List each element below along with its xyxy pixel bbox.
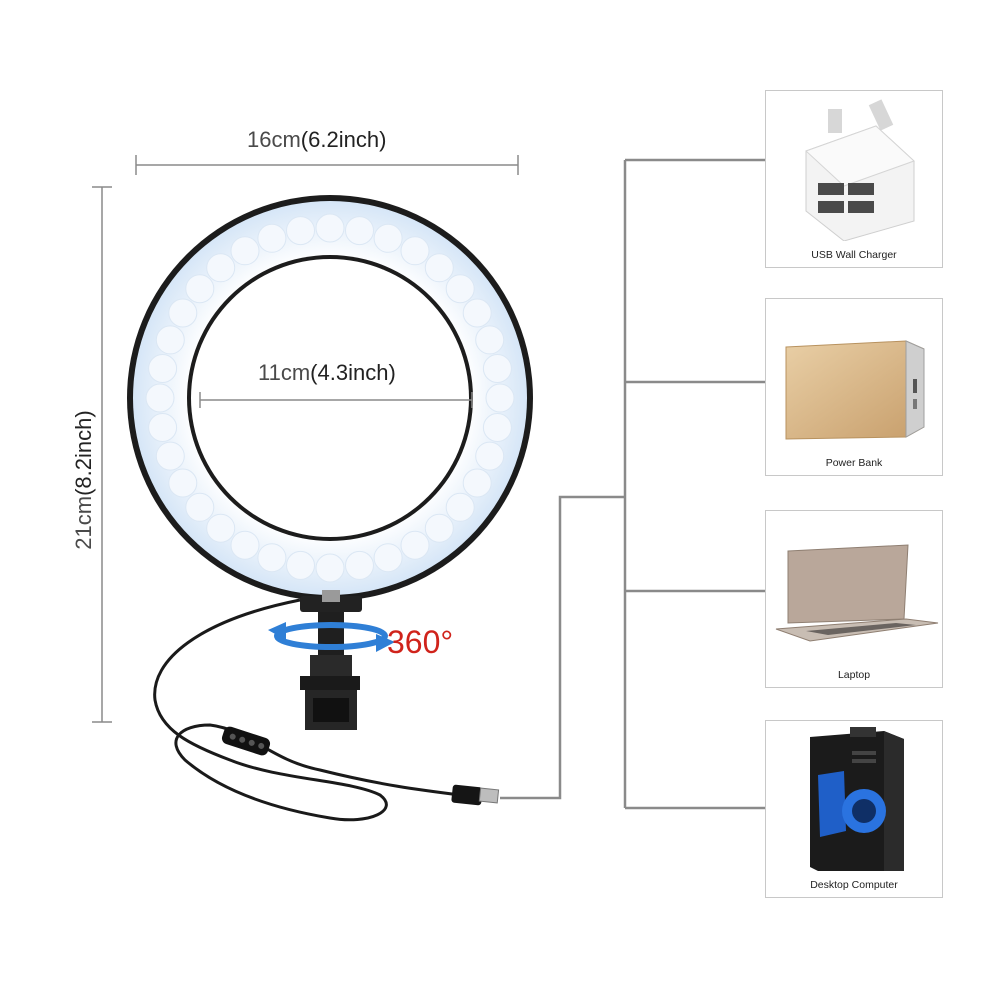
device-card-power-bank: Power Bank [765, 298, 943, 476]
rotation-arrow-icon [274, 622, 388, 650]
width-dimension-line [135, 155, 519, 175]
height-dimension-label: 21cm(8.2inch) [71, 410, 97, 549]
device-card-usb-wall-charger: USB Wall Charger [765, 90, 943, 268]
power-bank-icon [785, 340, 925, 440]
device-caption: Desktop Computer [810, 879, 898, 891]
laptop-icon [775, 544, 939, 642]
rotation-label: 360° [387, 624, 454, 660]
led-bead [145, 383, 175, 413]
rotation-arrowheads [268, 622, 395, 652]
led-bead [485, 383, 515, 413]
led-bead [462, 298, 492, 328]
led-bead [373, 223, 403, 253]
led-bead [400, 236, 430, 266]
led-bead [345, 550, 374, 580]
height-cm: 21cm [71, 495, 96, 550]
inner-diameter-line [199, 392, 473, 408]
led-bead [206, 253, 236, 283]
device-card-desktop-computer: Desktop Computer [765, 720, 943, 898]
led-bead [148, 413, 178, 442]
led-bead [315, 213, 345, 243]
led-bead [462, 468, 492, 498]
led-bead [424, 513, 454, 543]
ring-light [127, 195, 533, 601]
led-bead [345, 216, 374, 246]
led-bead [257, 223, 287, 253]
led-bead [482, 413, 512, 442]
connector-lines [500, 158, 765, 810]
led-bead [475, 325, 505, 355]
width-dimension-label: 16cm(6.2inch) [247, 127, 386, 153]
inner-cm: 11cm [258, 360, 311, 385]
inner-inch: (4.3inch) [310, 360, 396, 385]
device-card-laptop: Laptop [765, 510, 943, 688]
led-bead [400, 530, 430, 560]
led-bead [286, 216, 315, 246]
desktop-computer-icon [810, 727, 904, 871]
led-bead [230, 236, 260, 266]
led-bead [230, 530, 260, 560]
height-inch: (8.2inch) [71, 410, 96, 496]
led-bead [475, 441, 505, 471]
inline-switch [221, 726, 271, 756]
led-bead [424, 253, 454, 283]
led-bead [286, 550, 315, 580]
usb-cable [153, 598, 461, 822]
led-bead [315, 553, 345, 583]
led-bead [445, 274, 475, 304]
device-caption: Laptop [837, 669, 871, 681]
led-bead [168, 298, 198, 328]
device-caption: USB Wall Charger [811, 249, 897, 261]
led-beads [145, 213, 515, 583]
led-bead [482, 354, 512, 383]
usb-wall-charger-icon [805, 99, 915, 241]
ball-head-mount [300, 590, 362, 730]
device-caption: Power Bank [825, 457, 883, 469]
led-bead [155, 441, 185, 471]
width-inch: (6.2inch) [300, 127, 387, 152]
led-bead [373, 543, 403, 573]
height-dimension-line [92, 186, 112, 723]
led-bead [185, 274, 215, 304]
led-bead [257, 543, 287, 573]
width-cm: 16cm [247, 127, 301, 152]
led-bead [445, 492, 475, 522]
led-bead [155, 325, 185, 355]
usb-plug [451, 784, 500, 806]
led-bead [168, 468, 198, 498]
led-bead [185, 492, 215, 522]
inner-diameter-label: 11cm(4.3inch) [258, 360, 396, 386]
led-bead [206, 513, 236, 543]
led-bead [148, 354, 178, 383]
